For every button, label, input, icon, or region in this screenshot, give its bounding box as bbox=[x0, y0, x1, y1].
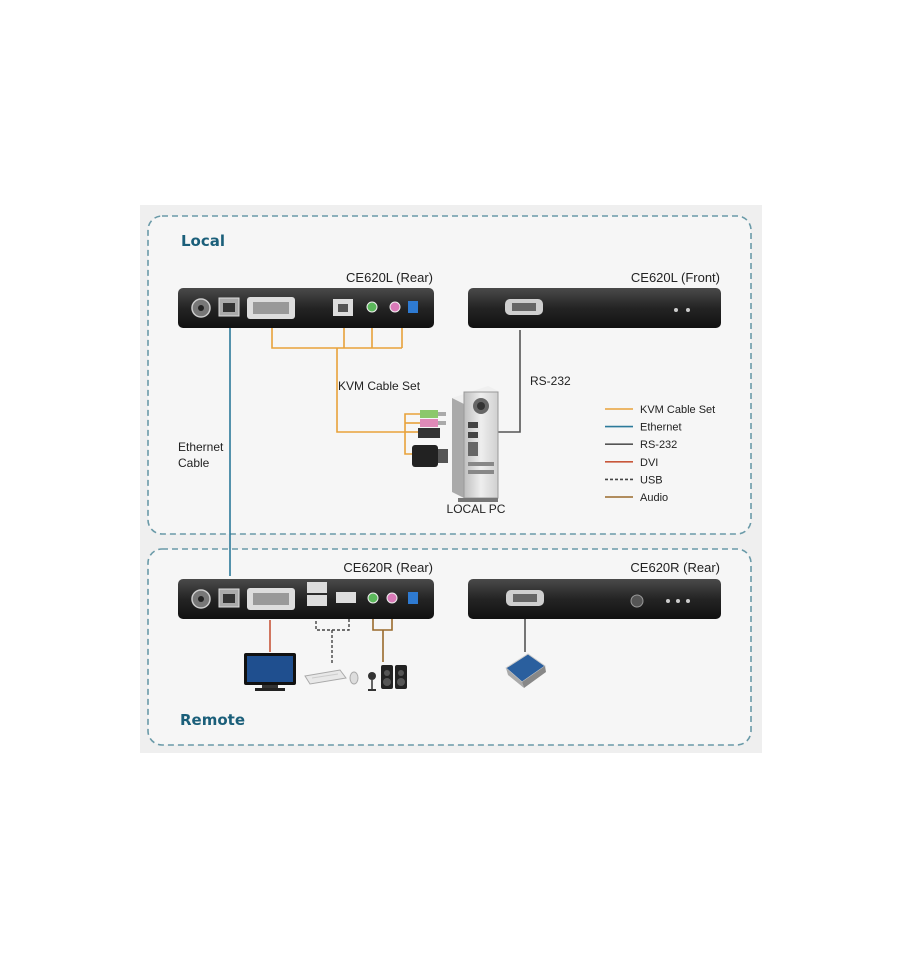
ethernet-label-line2: Cable bbox=[178, 456, 210, 470]
usb-a-port-icon bbox=[307, 582, 327, 593]
ce620l-front-unit bbox=[468, 288, 721, 328]
usb-a-port-icon bbox=[307, 595, 327, 606]
ce620l-rear-unit bbox=[178, 288, 434, 328]
ethernet-label-line1: Ethernet bbox=[178, 440, 224, 454]
ce620l-rear-label: CE620L (Rear) bbox=[346, 270, 433, 285]
serial-device-icon bbox=[505, 653, 546, 688]
local-pc-icon bbox=[452, 386, 500, 502]
ce620l-front-label: CE620L (Front) bbox=[631, 270, 720, 285]
mic-jack-icon bbox=[367, 592, 379, 604]
dip-switch-icon bbox=[408, 592, 418, 604]
ce620r-rear-left-label: CE620R (Rear) bbox=[343, 560, 433, 575]
legend-label: DVI bbox=[640, 457, 658, 469]
dip-switch-icon bbox=[408, 301, 418, 313]
mic-speakers-icon bbox=[368, 665, 407, 691]
local-pc-label: LOCAL PC bbox=[447, 502, 506, 516]
led-icon bbox=[666, 599, 670, 603]
led-icon bbox=[674, 308, 678, 312]
usb-a-port-icon bbox=[336, 592, 356, 603]
speaker-jack-icon bbox=[386, 592, 398, 604]
kvm-connector-plugs-icon bbox=[412, 410, 448, 467]
legend-label: KVM Cable Set bbox=[640, 404, 715, 416]
legend-label: RS-232 bbox=[640, 439, 677, 451]
legend-label: Audio bbox=[640, 492, 668, 504]
mic-jack-icon bbox=[366, 301, 378, 313]
ce620r-rear-unit-left bbox=[178, 579, 434, 619]
legend-label: Ethernet bbox=[640, 422, 682, 434]
ce620r-rear-right-label: CE620R (Rear) bbox=[630, 560, 720, 575]
rs232-label: RS-232 bbox=[530, 374, 571, 388]
keyboard-mouse-icon bbox=[304, 669, 359, 685]
button-icon bbox=[630, 594, 644, 608]
speaker-jack-icon bbox=[389, 301, 401, 313]
legend-label: USB bbox=[640, 474, 663, 486]
rs232-cable bbox=[496, 330, 521, 433]
kvm-cable-set-label: KVM Cable Set bbox=[338, 379, 421, 393]
remote-zone-title: Remote bbox=[180, 711, 245, 729]
ce620r-rear-unit-right bbox=[468, 579, 721, 619]
monitor-icon bbox=[244, 653, 296, 691]
local-zone-title: Local bbox=[181, 232, 225, 250]
led-icon bbox=[686, 308, 690, 312]
led-icon bbox=[686, 599, 690, 603]
led-icon bbox=[676, 599, 680, 603]
